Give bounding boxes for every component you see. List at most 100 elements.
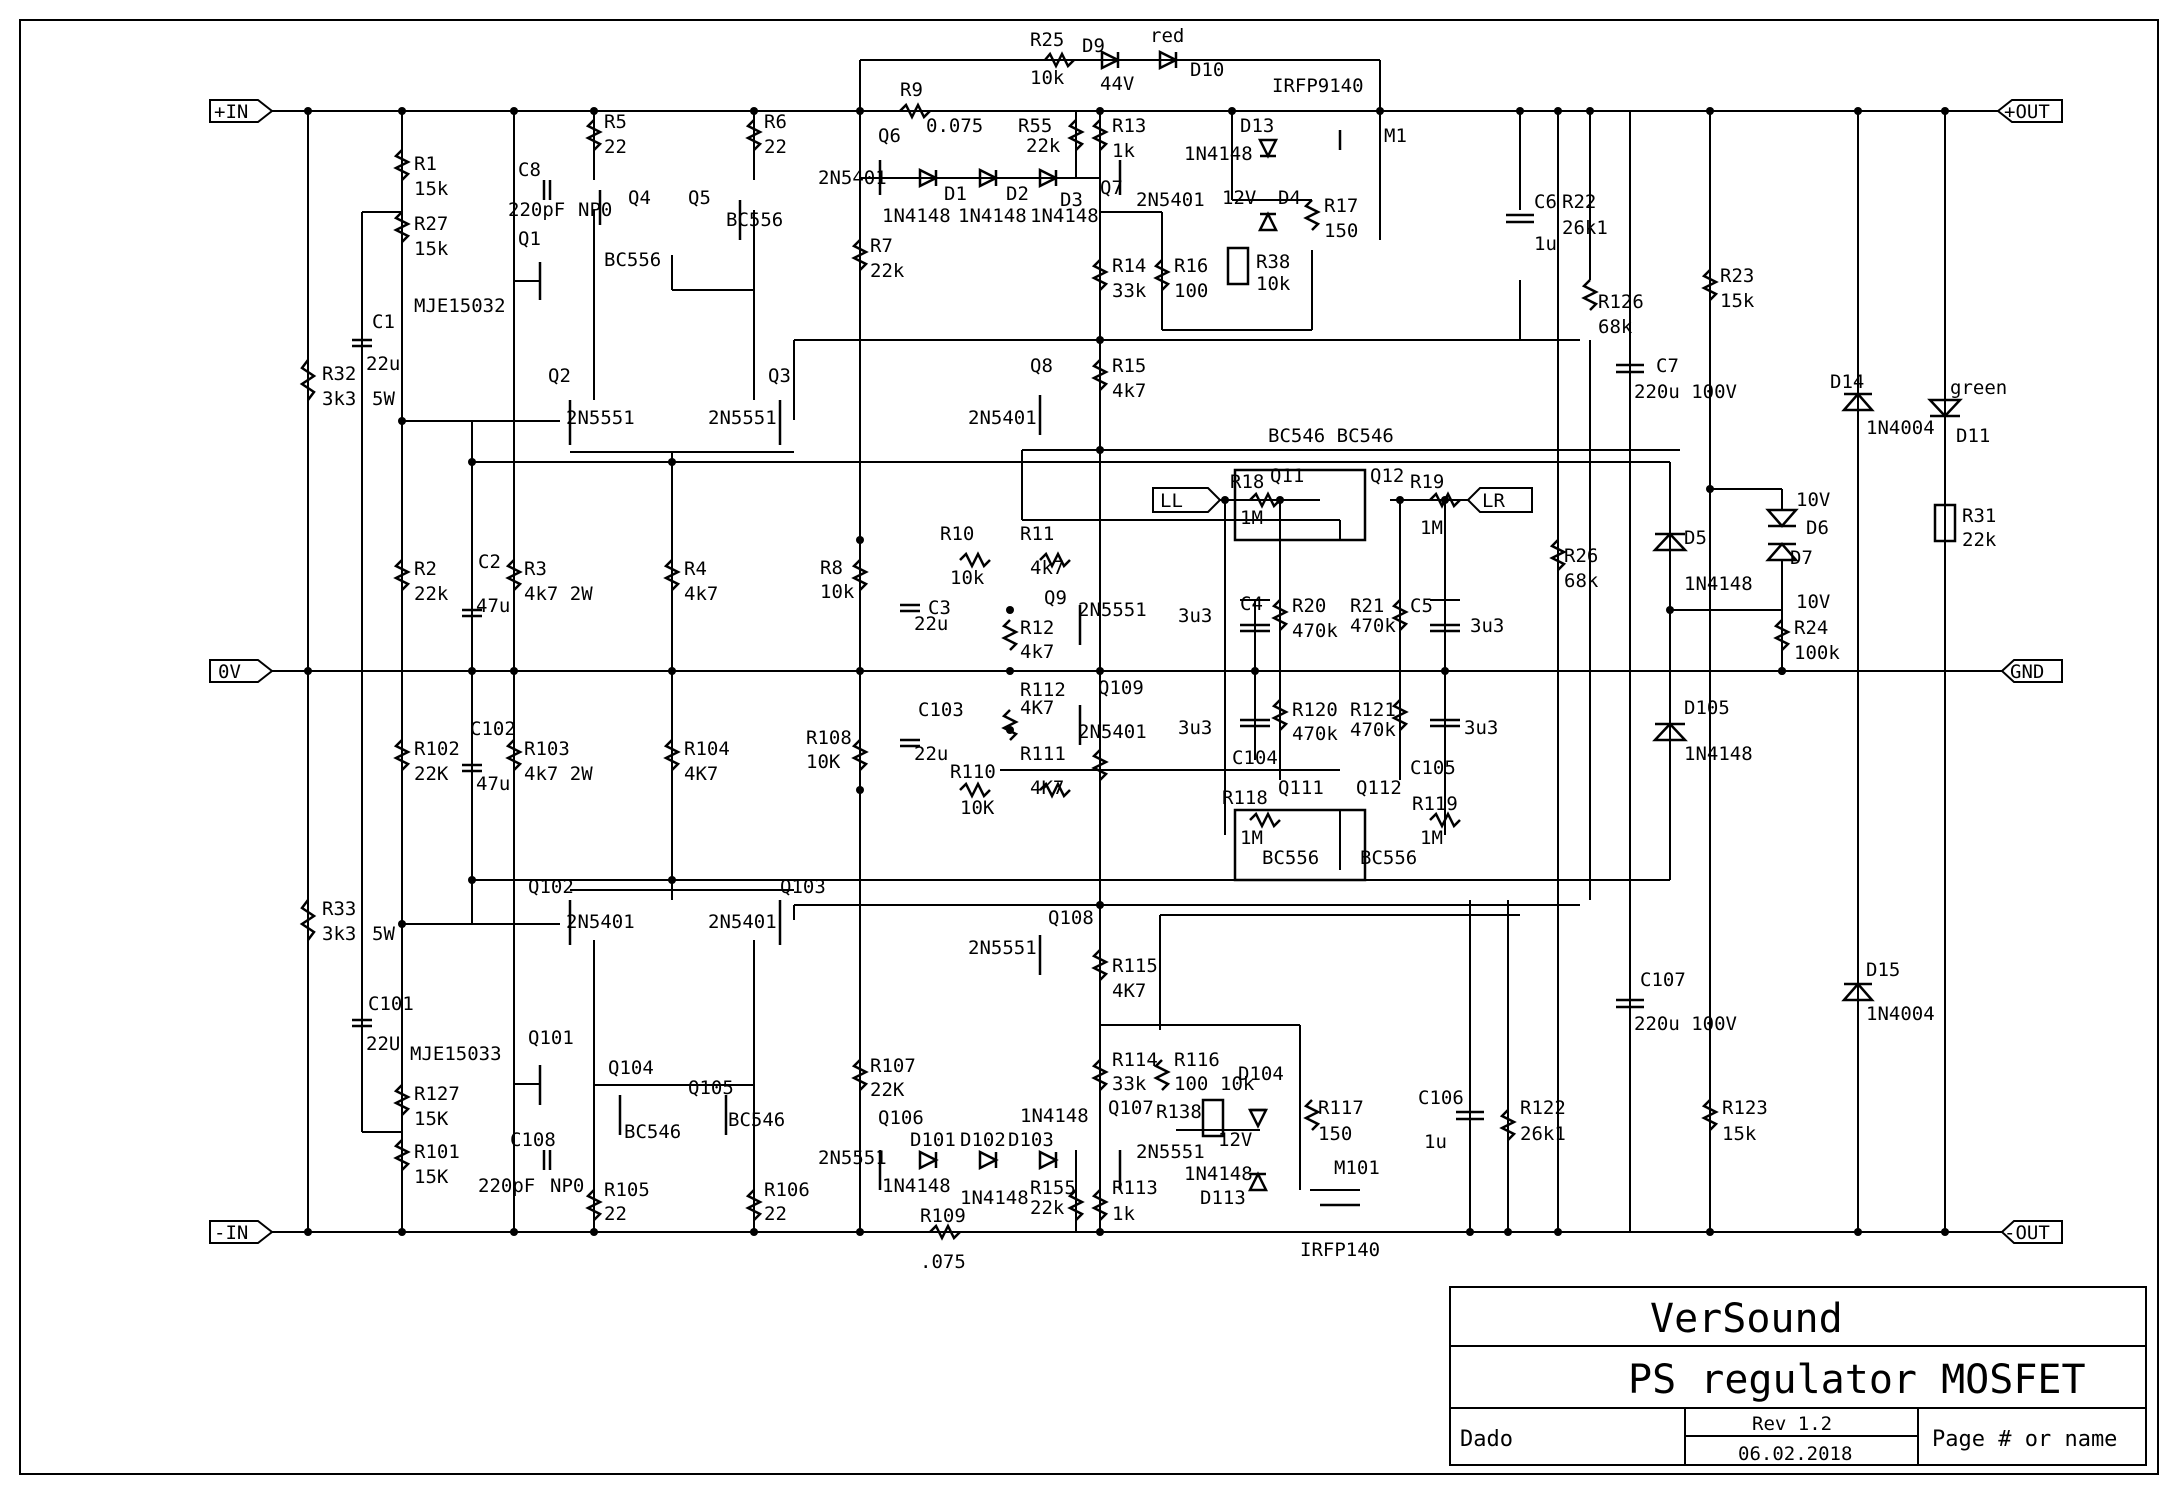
label-d5: D5 [1684,527,1707,549]
label-r11-value: 4k7 [1030,557,1064,579]
label-c107-value: 220u 100V [1634,1013,1737,1035]
label-q111-type: BC556 [1262,847,1319,869]
components [299,49,1963,1241]
label-c5-value: 3u3 [1470,615,1504,637]
label-d15-type: 1N4004 [1866,1003,1935,1025]
label-d14-type: 1N4004 [1866,417,1935,439]
label-r3-value: 4k7 2W [524,583,593,605]
label-q6-type: 2N5401 [818,167,887,189]
label-q4: Q4 [628,187,651,209]
label-d1: D1 [944,183,967,205]
label-d102: D102 [960,1129,1006,1151]
label-r2-value: 22k [414,583,449,605]
label-r26-value: 68k [1564,570,1599,592]
label-q102: Q102 [528,876,574,898]
label-r111: R111 [1020,743,1066,765]
wiring [307,59,1946,1233]
label-d3: D3 [1060,189,1083,211]
label-d2: D2 [1006,183,1029,205]
label-d3-type: 1N4148 [1030,205,1099,227]
label-r108: R108 [806,727,852,749]
label-q104: Q104 [608,1057,654,1079]
label-r105-value: 22 [604,1203,627,1225]
label-r103-value: 4k7 2W [524,763,593,785]
label-r103: R103 [524,738,570,760]
label-q108: Q108 [1048,907,1094,929]
label-q8-type: 2N5401 [968,407,1037,429]
label-r38-value: 10k [1256,273,1291,295]
label-q101: Q101 [528,1027,574,1049]
label-r25-value: 10k [1030,67,1065,89]
label-r102: R102 [414,738,460,760]
label-d10-color: red [1150,25,1184,47]
label-c102-value: 47u [476,773,510,795]
label-q109: Q109 [1098,677,1144,699]
label-c6-value: 1u [1534,233,1557,255]
label-r33-watt: 5W [372,923,395,945]
label-r113: R113 [1112,1177,1158,1199]
label-r112: R112 [1020,679,1066,701]
label-r20-value: 470k [1292,620,1338,642]
label-r1-value: 15k [414,178,449,200]
label-d105-type: 1N4148 [1684,743,1753,765]
label-c3-value: 22u [914,613,948,635]
label-q107-type: 2N5551 [1136,1141,1205,1163]
label-d6-value: 10V [1796,489,1830,511]
label-r3: R3 [524,558,547,580]
port-ll-label: LL [1160,490,1183,512]
label-r155-value: 22k [1030,1197,1065,1219]
port-lr-label: LR [1482,490,1505,512]
label-c8: C8 [518,159,541,181]
label-r119-value: 1M [1420,827,1443,849]
label-r4-value: 4k7 [684,583,718,605]
label-c5: C5 [1410,595,1433,617]
label-d13-type: 1N4148 [1184,143,1253,165]
label-r106: R106 [764,1179,810,1201]
sheet-border [19,19,2159,1475]
label-r126: R126 [1598,291,1644,313]
label-d105: D105 [1684,697,1730,719]
label-q2-type: 2N5551 [566,407,635,429]
label-d104: D104 [1238,1063,1284,1085]
label-r106-value: 22 [764,1203,787,1225]
label-d103: D103 [1008,1129,1054,1151]
label-d4-value: 12V [1222,187,1256,209]
port-ll: LL [1152,487,1222,513]
label-c6: C6 [1534,191,1557,213]
label-r111-value: 4K7 [1030,777,1064,799]
label-r108-value: 10K [806,751,841,773]
label-r127: R127 [414,1083,460,1105]
label-r121-value: 470k [1350,719,1396,741]
label-d4: D4 [1278,187,1301,209]
label-r27: R27 [414,213,448,235]
label-q3: Q3 [768,365,791,387]
label-r25: R25 [1030,29,1064,51]
label-r120-value: 470k [1292,723,1338,745]
label-r115-value: 4K7 [1112,980,1146,1002]
label-c8-np0: NP0 [578,199,612,221]
label-q7-type: 2N5401 [1136,189,1205,211]
label-r17: R17 [1324,195,1358,217]
label-q103: Q103 [780,876,826,898]
port-gnd-label: GND [2010,661,2044,683]
label-r117-value: 150 [1318,1123,1352,1145]
label-d13: D13 [1240,115,1274,137]
label-r13: R13 [1112,115,1146,137]
label-c7: C7 [1656,355,1679,377]
label-r9: R9 [900,79,923,101]
label-r7: R7 [870,235,893,257]
label-q112: Q112 [1356,777,1402,799]
label-r112-value: 4K7 [1020,697,1054,719]
port-lr: LR [1466,487,1533,513]
label-q5: Q5 [688,187,711,209]
label-d2-type: 1N4148 [958,205,1027,227]
label-r16-value: 100 [1174,280,1208,302]
label-q105-type: BC546 [728,1109,785,1131]
port-minus-in-label: -IN [214,1222,248,1244]
label-d113-type: 1N4148 [1184,1163,1253,1185]
label-d5-type: 1N4148 [1684,573,1753,595]
label-r114: R114 [1112,1049,1158,1071]
label-r120: R120 [1292,699,1338,721]
label-r104: R104 [684,738,730,760]
label-c103-value: 22u [914,743,948,765]
